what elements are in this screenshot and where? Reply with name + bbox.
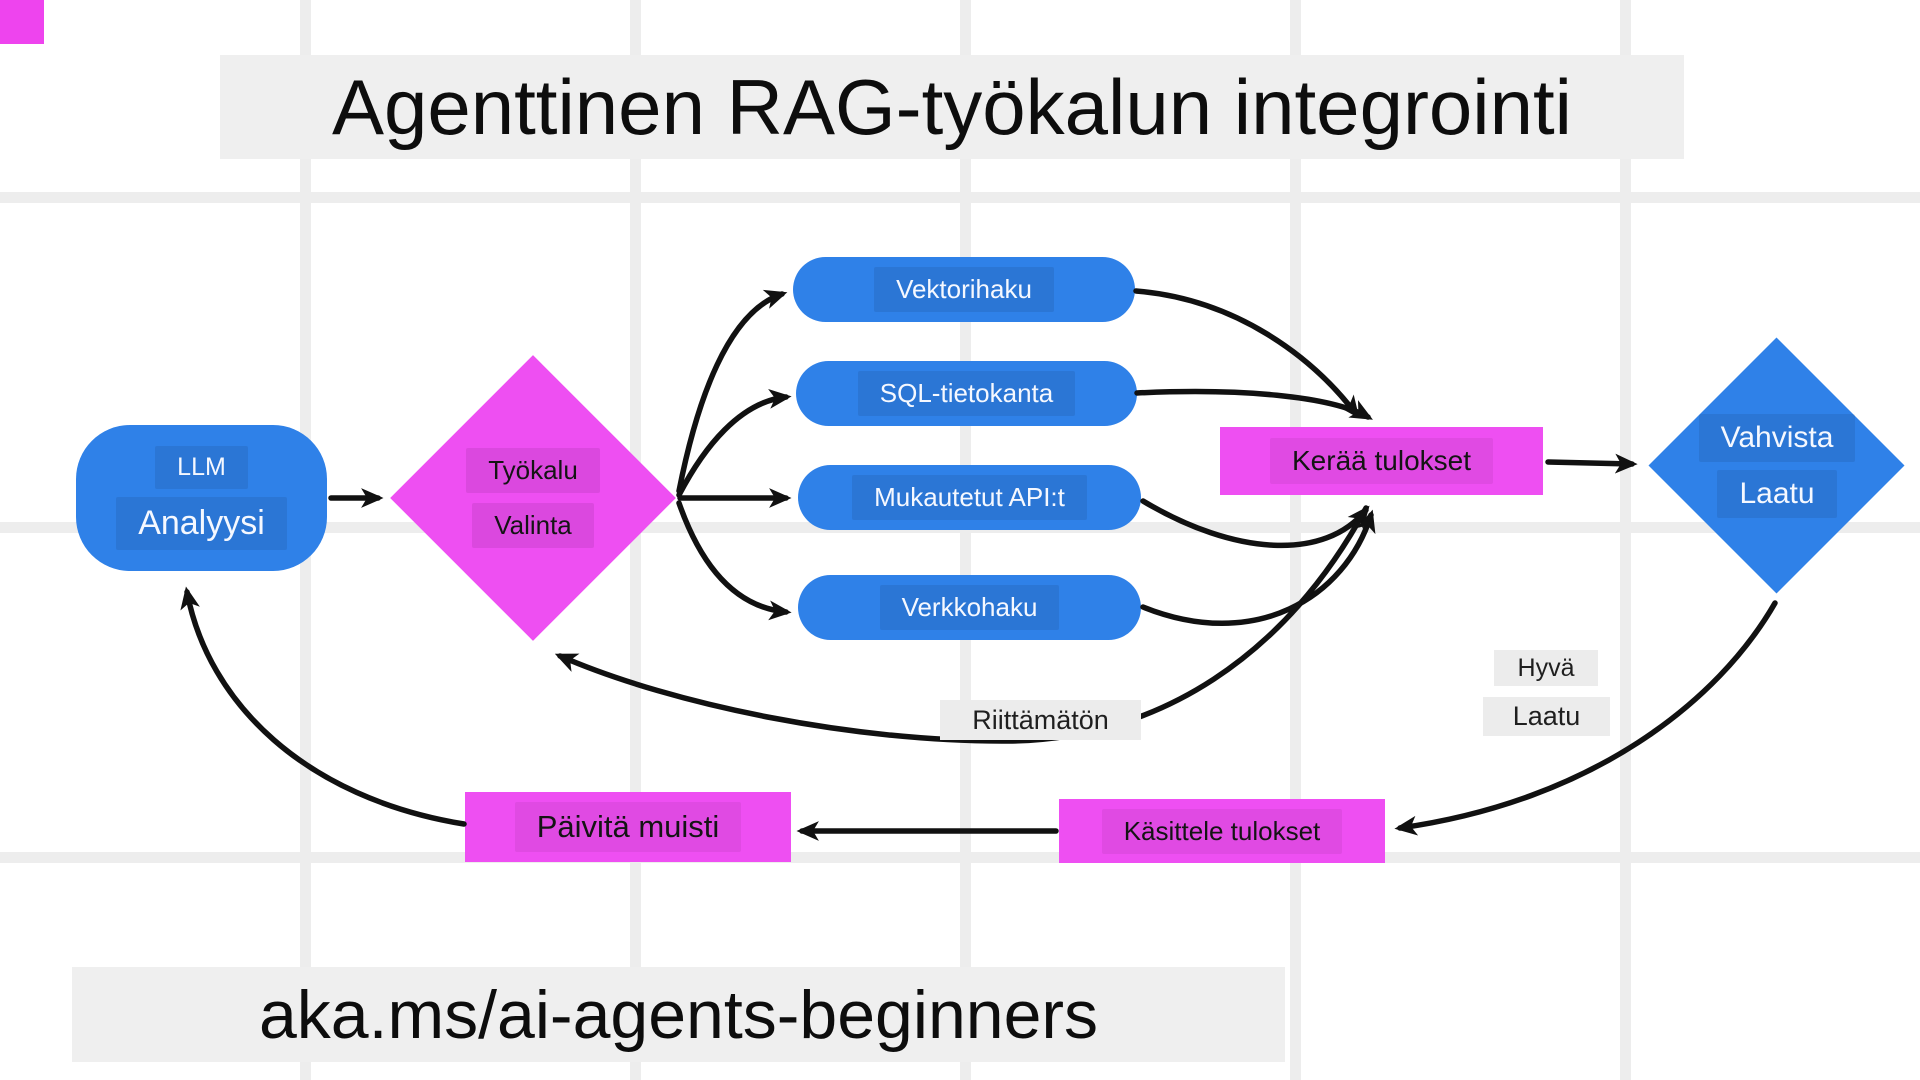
node-collect-results-label: Kerää tulokset xyxy=(1270,438,1493,484)
node-validate-quality-line1: Vahvista xyxy=(1698,414,1856,462)
footer-link-text: aka.ms/ai-agents-beginners xyxy=(258,976,1099,1053)
node-validate-quality-line2: Laatu xyxy=(1717,470,1837,518)
node-process-results: Käsittele tulokset xyxy=(1059,799,1385,863)
node-llm-analysis-line1: LLM xyxy=(155,446,248,489)
edge-label-insufficient: Riittämätön xyxy=(940,700,1141,740)
edge-tool-to-vector xyxy=(676,289,788,494)
node-collect-results: Kerää tulokset xyxy=(1220,427,1543,495)
edge-tool-to-web xyxy=(676,500,792,621)
edge-label-insufficient-text: Riittämätön xyxy=(972,704,1109,735)
edge-label-good-quality-line2-text: Laatu xyxy=(1512,701,1581,731)
node-update-memory-label: Päivitä muisti xyxy=(514,802,742,852)
edge-web-to-collect xyxy=(1140,509,1376,626)
node-tool-selection-line2: Valinta xyxy=(472,503,594,548)
edge-vector-to-collect xyxy=(1133,288,1360,419)
node-web-search: Verkkohaku xyxy=(798,575,1141,640)
edge-label-good-quality-line2: Laatu xyxy=(1483,697,1610,736)
node-web-search-label: Verkkohaku xyxy=(879,585,1060,630)
node-llm-analysis: LLM Analyysi xyxy=(76,425,327,571)
page-title: Agenttinen RAG-työkalun integrointi xyxy=(331,62,1573,151)
node-vector-search-label: Vektorihaku xyxy=(874,267,1054,312)
node-tool-selection-line1: Työkalu xyxy=(466,448,600,493)
title-banner: Agenttinen RAG-työkalun integrointi xyxy=(220,55,1684,159)
edge-apis-to-collect xyxy=(1140,498,1370,549)
node-custom-apis: Mukautetut API:t xyxy=(798,465,1141,530)
edge-label-good-quality-line1-text: Hyvä xyxy=(1517,653,1575,682)
corner-square-decoration xyxy=(0,0,44,44)
node-process-results-label: Käsittele tulokset xyxy=(1101,808,1343,854)
edge-label-good-quality-line1: Hyvä xyxy=(1494,650,1598,686)
node-validate-quality: Vahvista Laatu xyxy=(1682,371,1872,561)
node-custom-apis-label: Mukautetut API:t xyxy=(852,475,1087,520)
node-vector-search: Vektorihaku xyxy=(793,257,1135,322)
node-tool-selection: Työkalu Valinta xyxy=(433,398,633,598)
footer-banner: aka.ms/ai-agents-beginners xyxy=(72,967,1285,1062)
node-sql-database-label: SQL-tietokanta xyxy=(857,371,1076,416)
node-llm-analysis-line2: Analyysi xyxy=(116,497,287,550)
edge-memory-to-llm xyxy=(180,586,467,827)
edge-sql-to-collect xyxy=(1134,388,1373,420)
edge-tool-to-sql xyxy=(676,388,792,498)
node-update-memory: Päivitä muisti xyxy=(465,792,791,862)
node-sql-database: SQL-tietokanta xyxy=(796,361,1137,426)
edge-collect-to-validate xyxy=(1545,453,1638,474)
